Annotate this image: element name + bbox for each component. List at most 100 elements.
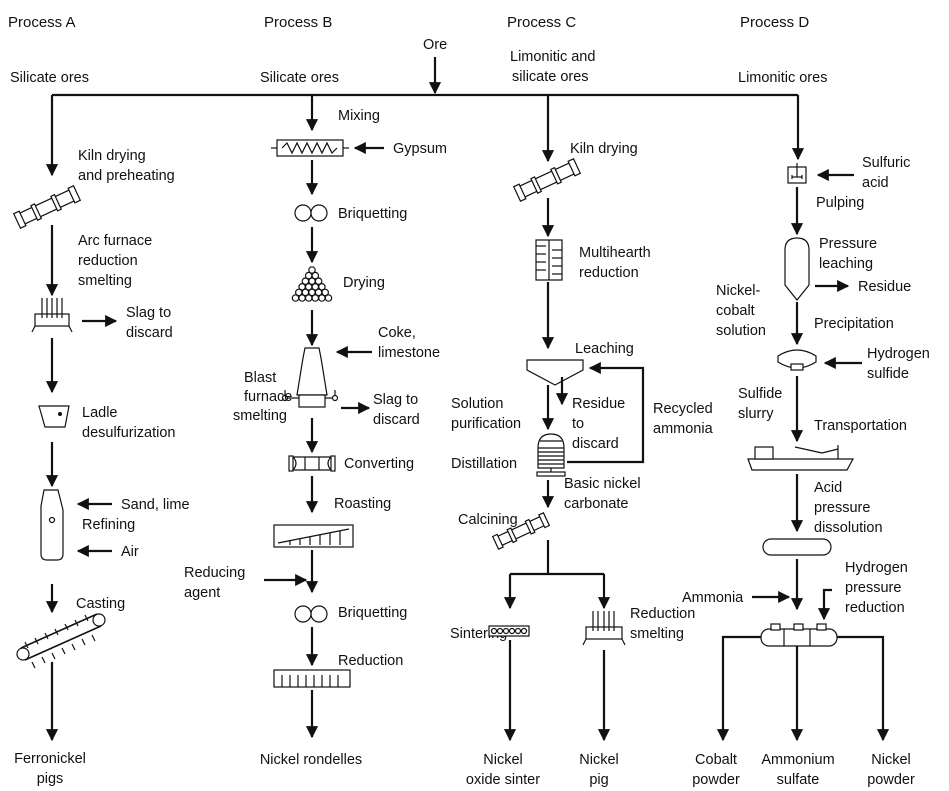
c-reduction-furnace-icon — [582, 611, 626, 646]
d-precipitation-tank-icon — [777, 349, 817, 371]
a-arc-label-1: Arc furnace — [78, 233, 152, 249]
c-distillation-column-icon — [536, 433, 566, 477]
c-product1-label-1: Nickel — [483, 752, 522, 768]
c-calcining-label: Calcining — [458, 512, 518, 528]
header-process-d: Process D — [740, 14, 809, 31]
c-leaching-tank-icon — [526, 359, 584, 386]
d-arrow-to-cobalt — [716, 635, 761, 742]
a-ladle-label-2: desulfurization — [82, 425, 176, 441]
d-arrow-to-nickel — [837, 635, 890, 742]
c-residue-label-2: to — [572, 416, 584, 432]
a-converter-icon — [40, 489, 64, 561]
b-converter-icon — [288, 455, 336, 472]
d-pressure-leaching-label-1: Pressure — [819, 236, 877, 252]
c-multihearth-label-2: reduction — [579, 265, 639, 281]
a-sand-lime-label: Sand, lime — [121, 497, 190, 513]
c-reduction-smelting-label-1: Reduction — [630, 606, 695, 622]
pellet-mark — [298, 294, 306, 302]
c-kiln-label: Kiln drying — [570, 141, 638, 157]
d-sulfide-slurry-label-1: Sulfide — [738, 386, 782, 402]
d-ni-co-label-2: cobalt — [716, 303, 755, 319]
d-product2-label-1: Ammonium — [761, 752, 834, 768]
b-slag-label-2: discard — [373, 412, 420, 428]
a-slag-label-2: discard — [126, 325, 173, 341]
pellet-mark — [324, 294, 333, 302]
c-kiln-icon — [512, 158, 582, 202]
a-product-label-1: Ferronickel — [14, 751, 86, 767]
a-casting-label: Casting — [76, 596, 125, 612]
c-sintering-machine-icon — [488, 625, 530, 637]
c-recycled-label-1: Recycled — [653, 401, 713, 417]
feed-limonitic-silicate-label-1: Limonitic and — [510, 49, 595, 65]
d-acid-label-3: dissolution — [814, 520, 883, 536]
d-product1-label-2: powder — [692, 772, 740, 788]
pellet-mark — [291, 294, 300, 302]
a-air-label: Air — [121, 544, 139, 560]
feed-limonitic-silicate-label-2: silicate ores — [512, 69, 589, 85]
pellet-mark — [318, 282, 326, 291]
d-h2-reduction-label-3: reduction — [845, 600, 905, 616]
c-multihearth-label-1: Multihearth — [579, 245, 651, 261]
c-recycle-loop-arrow — [567, 361, 645, 464]
d-acid-label-1: Acid — [814, 480, 842, 496]
d-product1-label-1: Cobalt — [695, 752, 737, 768]
pellet-mark — [314, 277, 323, 286]
d-residue-label: Residue — [858, 279, 911, 295]
feed-silicate-a-label: Silicate ores — [10, 70, 89, 86]
b-product-label: Nickel rondelles — [260, 752, 362, 768]
pellet-mark — [308, 266, 316, 274]
c-product1-label-2: oxide sinter — [466, 772, 540, 788]
c-leaching-label: Leaching — [575, 341, 634, 357]
c-basic-label-2: carbonate — [564, 496, 629, 512]
d-ammonia-label: Ammonia — [682, 590, 744, 606]
c-calciner-icon — [491, 512, 551, 550]
d-product3-label-2: powder — [867, 772, 915, 788]
b-mixing-label: Mixing — [338, 108, 380, 124]
d-dissolution-vessel-icon — [762, 538, 832, 556]
a-kiln-label-2: and preheating — [78, 168, 175, 184]
c-product2-label-1: Nickel — [579, 752, 618, 768]
b-reducing-label-2: agent — [184, 585, 220, 601]
b-briquetting-label-2: Briquetting — [338, 605, 407, 621]
d-h2-reduction-label-1: Hydrogen — [845, 560, 908, 576]
d-ni-co-label-3: solution — [716, 323, 766, 339]
c-solution-label-2: purification — [451, 416, 521, 432]
feed-silicate-b-label: Silicate ores — [260, 70, 339, 86]
b-drying-label: Drying — [343, 275, 385, 291]
c-basic-label-1: Basic nickel — [564, 476, 641, 492]
a-slag-label-1: Slag to — [126, 305, 171, 321]
a-refining-label: Refining — [82, 517, 135, 533]
c-distillation-label: Distillation — [451, 456, 517, 472]
d-product3-label-1: Nickel — [871, 752, 910, 768]
b-blast-label-3: smelting — [233, 408, 287, 424]
d-pulping-tank-icon — [787, 163, 807, 184]
b-roasting-label: Roasting — [334, 496, 391, 512]
d-ship-icon — [747, 445, 855, 471]
a-ladle-icon — [38, 405, 70, 428]
d-h2s-label-1: Hydrogen — [867, 346, 930, 362]
a-arc-label-3: smelting — [78, 273, 132, 289]
d-ni-co-label-1: Nickel- — [716, 283, 760, 299]
c-reduction-smelting-label-2: smelting — [630, 626, 684, 642]
a-ladle-label-1: Ladle — [82, 405, 117, 421]
d-arrow-h2 — [817, 588, 832, 621]
pellet-mark — [318, 294, 326, 302]
a-casting-machine-icon — [16, 613, 106, 669]
c-product2-label-2: pig — [589, 772, 608, 788]
b-roasting-kiln-icon — [273, 524, 354, 548]
c-multihearth-icon — [535, 239, 563, 281]
feed-ore-label: Ore — [423, 37, 447, 53]
d-reduction-autoclave-icon — [760, 623, 838, 647]
pellet-mark — [311, 294, 320, 302]
d-sulfide-slurry-label-2: slurry — [738, 406, 774, 422]
b-briquetting-label-1: Briquetting — [338, 206, 407, 222]
d-precipitation-label: Precipitation — [814, 316, 894, 332]
header-process-c: Process C — [507, 14, 576, 31]
a-kiln-label-1: Kiln drying — [78, 148, 146, 164]
c-solution-label-1: Solution — [451, 396, 503, 412]
d-acid-label-2: pressure — [814, 500, 870, 516]
b-reduction-kiln-icon — [273, 669, 351, 688]
d-pulping-label: Pulping — [816, 195, 864, 211]
